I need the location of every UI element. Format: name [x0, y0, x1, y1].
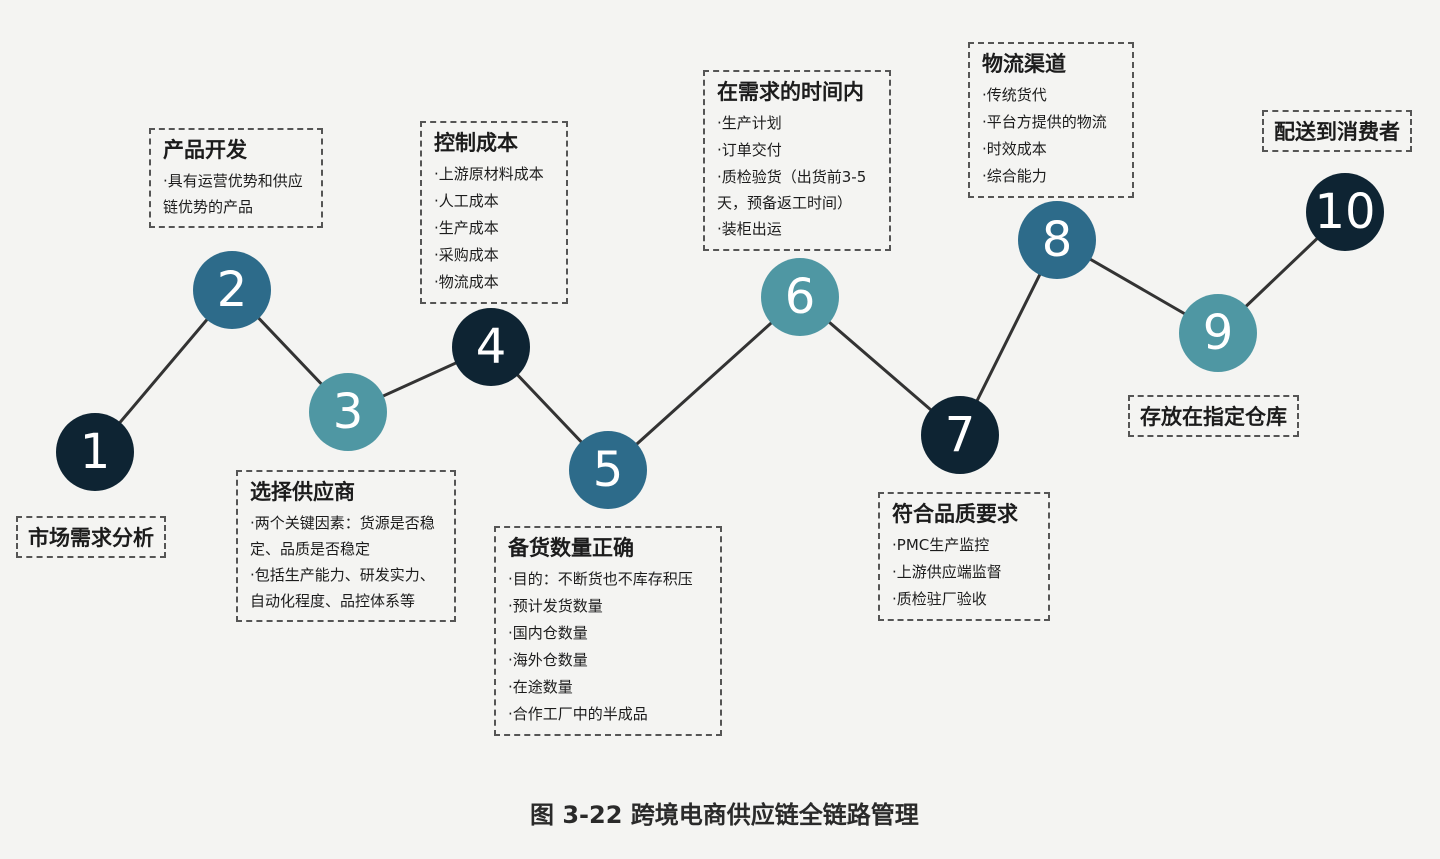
step-4-item: ·上游原材料成本: [434, 165, 544, 183]
step-4-item: ·物流成本: [434, 273, 499, 291]
connector-polyline: [93, 210, 1347, 473]
step-3-item: ·包括生产能力、研发实力、自动化程度、品控体系等: [250, 566, 435, 610]
step-node-3: 3: [309, 373, 387, 451]
step-node-2: 2: [193, 251, 271, 329]
figure-caption: 图 3-22 跨境电商供应链全链路管理: [530, 801, 919, 829]
step-node-8: 8: [1018, 201, 1096, 279]
step-5-item: ·海外仓数量: [508, 651, 588, 669]
step-1-label: 市场需求分析: [16, 516, 166, 558]
step-6-box: 在需求的时间内 ·生产计划 ·订单交付 ·质检验货（出货前3-5天，预备返工时间…: [703, 70, 891, 251]
step-5-title: 备货数量正确: [508, 536, 634, 560]
step-node-5: 5: [569, 431, 647, 509]
step-node-10: 10: [1306, 173, 1384, 251]
step-7-title: 符合品质要求: [892, 502, 1018, 526]
step-2-item: ·具有运营优势和供应链优势的产品: [163, 172, 303, 216]
step-5-item: ·合作工厂中的半成品: [508, 705, 648, 723]
step-3-box: 选择供应商 ·两个关键因素：货源是否稳定、品质是否稳定 ·包括生产能力、研发实力…: [236, 470, 456, 622]
step-node-7: 7: [921, 396, 999, 474]
step-4-item: ·生产成本: [434, 219, 499, 237]
step-8-title: 物流渠道: [982, 52, 1066, 76]
step-4-item: ·采购成本: [434, 246, 499, 264]
step-3-item: ·两个关键因素：货源是否稳定、品质是否稳定: [250, 514, 435, 558]
step-8-item: ·平台方提供的物流: [982, 113, 1107, 131]
step-7-item: ·上游供应端监督: [892, 563, 1002, 581]
step-6-item: ·装柜出运: [717, 220, 782, 238]
step-node-9: 9: [1179, 294, 1257, 372]
step-6-item: ·生产计划: [717, 114, 782, 132]
step-6-title: 在需求的时间内: [717, 80, 864, 104]
step-8-box: 物流渠道 ·传统货代 ·平台方提供的物流 ·时效成本 ·综合能力: [968, 42, 1134, 198]
step-5-item: ·预计发货数量: [508, 597, 603, 615]
step-5-item: ·国内仓数量: [508, 624, 588, 642]
step-9-label: 存放在指定仓库: [1128, 395, 1299, 437]
step-2-box: 产品开发 ·具有运营优势和供应链优势的产品: [149, 128, 323, 228]
step-3-title: 选择供应商: [250, 480, 355, 504]
step-8-item: ·传统货代: [982, 86, 1047, 104]
step-4-title: 控制成本: [434, 131, 518, 155]
step-6-item: ·质检验货（出货前3-5天，预备返工时间）: [717, 168, 867, 212]
step-4-box: 控制成本 ·上游原材料成本 ·人工成本 ·生产成本 ·采购成本 ·物流成本: [420, 121, 568, 304]
step-5-item: ·目的：不断货也不库存积压: [508, 570, 693, 588]
step-10-label: 配送到消费者: [1262, 110, 1412, 152]
step-8-item: ·综合能力: [982, 167, 1047, 185]
step-7-item: ·质检驻厂验收: [892, 590, 987, 608]
step-2-title: 产品开发: [163, 138, 247, 162]
step-5-box: 备货数量正确 ·目的：不断货也不库存积压 ·预计发货数量 ·国内仓数量 ·海外仓…: [494, 526, 722, 736]
step-7-item: ·PMC生产监控: [892, 536, 990, 554]
step-node-6: 6: [761, 258, 839, 336]
step-6-item: ·订单交付: [717, 141, 782, 159]
step-node-4: 4: [452, 308, 530, 386]
step-4-item: ·人工成本: [434, 192, 499, 210]
step-7-box: 符合品质要求 ·PMC生产监控 ·上游供应端监督 ·质检驻厂验收: [878, 492, 1050, 621]
step-node-1: 1: [56, 413, 134, 491]
step-8-item: ·时效成本: [982, 140, 1047, 158]
step-5-item: ·在途数量: [508, 678, 573, 696]
